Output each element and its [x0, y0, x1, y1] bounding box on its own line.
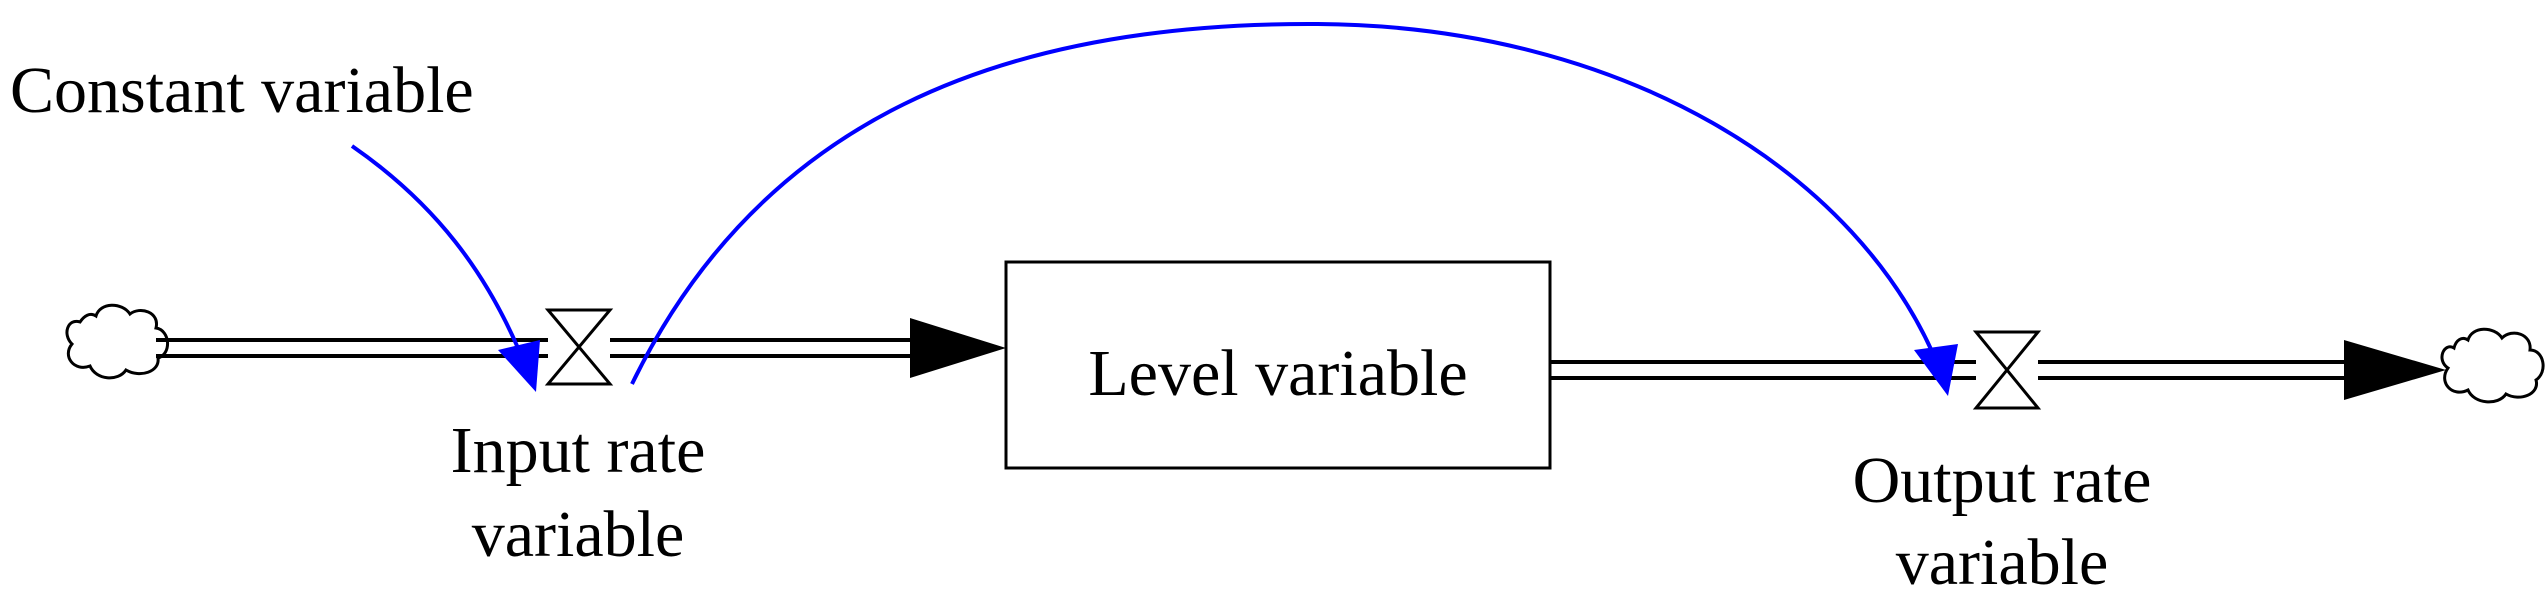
level-variable-stock: Level variable	[1004, 260, 1552, 470]
output-rate-label-line1: Output rate	[1853, 444, 2152, 517]
causal-arrowhead-input-rate	[498, 340, 540, 392]
causal-link-input-rate-to-output-rate	[630, 21, 1942, 385]
causal-link-constant-to-input-rate	[350, 144, 532, 379]
input-rate-valve-icon	[544, 308, 614, 386]
constant-variable-label: Constant variable	[10, 54, 474, 127]
output-rate-valve-icon	[1972, 330, 2042, 410]
inflow-arrowhead	[910, 318, 1006, 378]
input-rate-label-line1: Input rate	[451, 414, 706, 487]
input-rate-label-line2: variable	[472, 498, 685, 571]
sink-cloud-icon	[2440, 327, 2545, 404]
outflow-arrowhead	[2344, 340, 2446, 400]
output-rate-label-line2: variable	[1896, 526, 2109, 599]
inflow-pipe	[156, 318, 1006, 378]
level-variable-label: Level variable	[1088, 337, 1467, 410]
outflow-pipe	[1550, 340, 2446, 400]
source-cloud-icon	[65, 303, 169, 380]
causal-arrowhead-output-rate	[1914, 344, 1958, 396]
